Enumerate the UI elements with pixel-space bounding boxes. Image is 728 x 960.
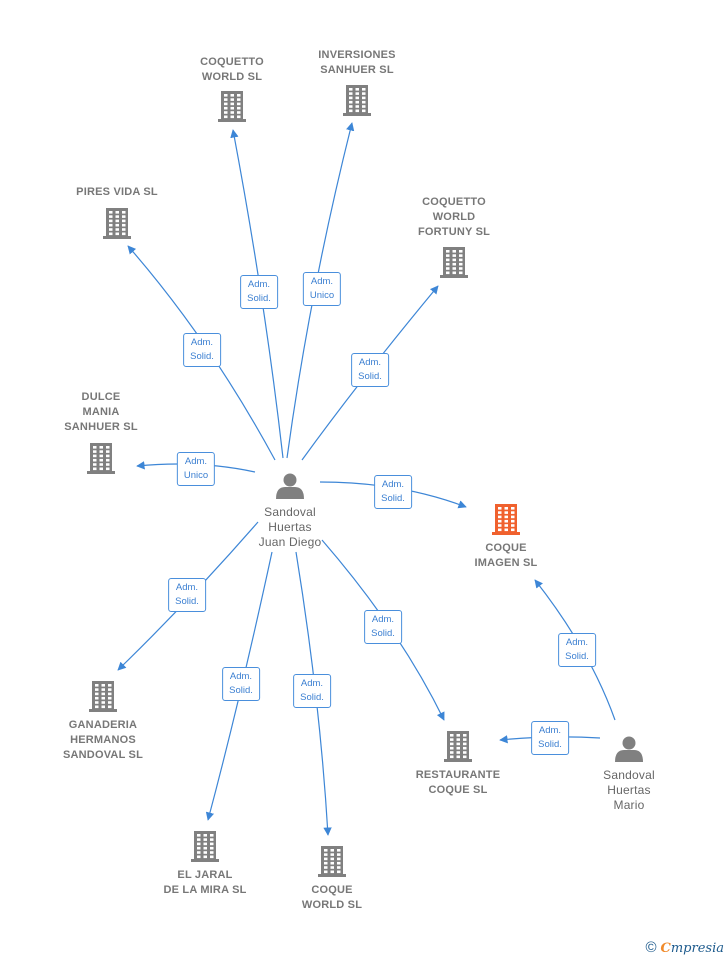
building-icon-dulce[interactable] bbox=[87, 443, 115, 474]
edge-label-juan-to-restaurante[interactable]: Adm. Solid. bbox=[364, 610, 402, 644]
node-label-mario[interactable]: Sandoval Huertas Mario bbox=[603, 768, 655, 812]
edge-label-juan-to-jaral[interactable]: Adm. Solid. bbox=[222, 667, 260, 701]
edge-label-juan-to-ganaderia[interactable]: Adm. Solid. bbox=[168, 578, 206, 612]
node-label-restaurante[interactable]: RESTAURANTE COQUE SL bbox=[415, 769, 501, 796]
icon-layer bbox=[87, 85, 643, 877]
node-label-fortuny[interactable]: COQUETTO WORLD FORTUNY SL bbox=[417, 196, 491, 238]
edge-label-juan-to-pires[interactable]: Adm. Solid. bbox=[183, 333, 221, 367]
edge-label-mario-to-coque-imagen[interactable]: Adm. Solid. bbox=[558, 633, 596, 667]
building-icon-ganaderia[interactable] bbox=[89, 681, 117, 712]
node-label-coque-world[interactable]: COQUE WORLD SL bbox=[301, 884, 363, 911]
building-icon-coque-imagen[interactable] bbox=[492, 504, 520, 535]
person-icon-mario[interactable] bbox=[615, 736, 643, 763]
footer-brand: ©Cmpresia bbox=[645, 939, 724, 956]
node-label-jaral[interactable]: EL JARAL DE LA MIRA SL bbox=[163, 869, 247, 896]
edge-label-juan-to-coquetto-world[interactable]: Adm. Solid. bbox=[240, 275, 278, 309]
copyright-icon: © bbox=[645, 939, 657, 956]
node-label-pires[interactable]: PIRES VIDA SL bbox=[76, 186, 158, 198]
edge-label-mario-to-restaurante[interactable]: Adm. Solid. bbox=[531, 721, 569, 755]
building-icon-coquetto-world[interactable] bbox=[218, 91, 246, 122]
node-label-juan[interactable]: Sandoval Huertas Juan Diego bbox=[258, 505, 322, 549]
building-icon-restaurante[interactable] bbox=[444, 731, 472, 762]
building-icon-coque-world[interactable] bbox=[318, 846, 346, 877]
building-icon-jaral[interactable] bbox=[191, 831, 219, 862]
person-icon-juan[interactable] bbox=[276, 473, 304, 500]
edge-label-juan-to-fortuny[interactable]: Adm. Solid. bbox=[351, 353, 389, 387]
node-label-ganaderia[interactable]: GANADERIA HERMANOS SANDOVAL SL bbox=[62, 719, 144, 761]
edge-label-juan-to-inversiones[interactable]: Adm. Unico bbox=[302, 272, 342, 306]
node-label-coque-imagen[interactable]: COQUE IMAGEN SL bbox=[474, 542, 538, 569]
edge-label-juan-to-dulce[interactable]: Adm. Unico bbox=[176, 452, 216, 486]
node-label-inversiones[interactable]: INVERSIONES SANHUER SL bbox=[318, 49, 396, 76]
node-label-coquetto-world[interactable]: COQUETTO WORLD SL bbox=[200, 56, 264, 83]
building-icon-pires[interactable] bbox=[103, 208, 131, 239]
node-label-dulce[interactable]: DULCE MANIA SANHUER SL bbox=[64, 391, 138, 433]
building-icon-fortuny[interactable] bbox=[440, 247, 468, 278]
building-icon-inversiones[interactable] bbox=[343, 85, 371, 116]
edge-label-juan-to-coque-world[interactable]: Adm. Solid. bbox=[293, 674, 331, 708]
brand-logo: Cmpresia bbox=[660, 941, 725, 956]
edge-label-juan-to-coque-imagen[interactable]: Adm. Solid. bbox=[374, 475, 412, 509]
